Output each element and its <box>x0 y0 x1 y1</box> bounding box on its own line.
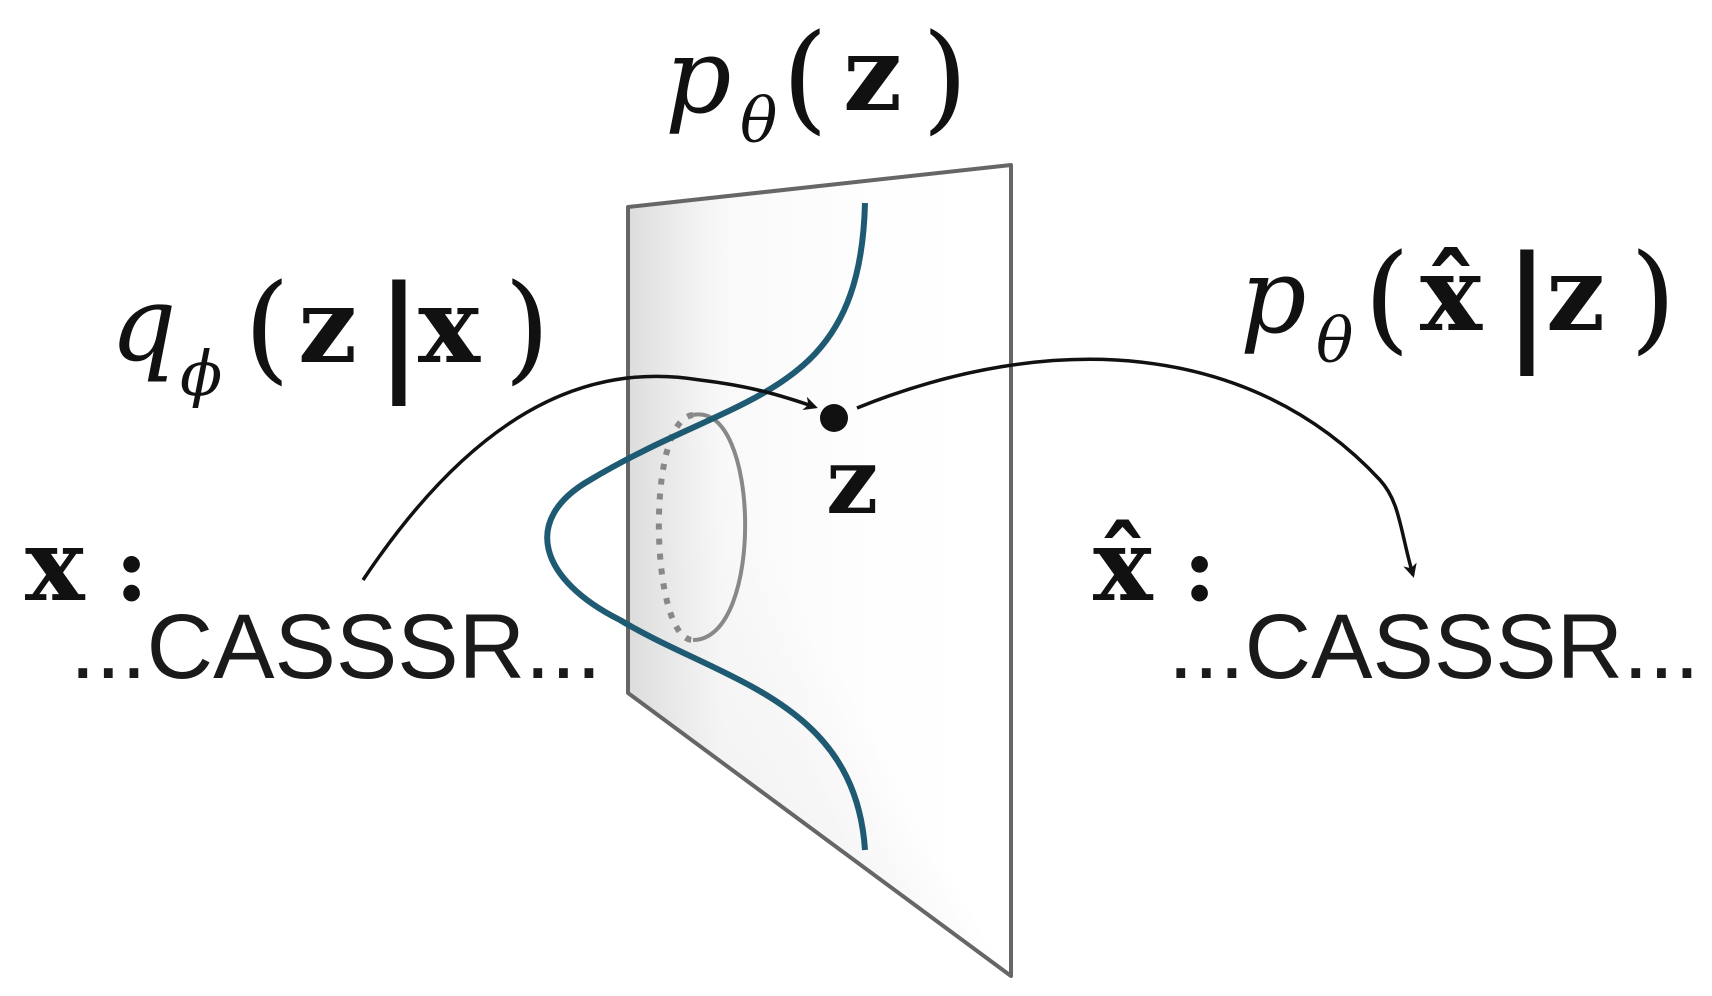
gaussian-curve <box>544 202 868 851</box>
svg-text:ϕ: ϕ <box>180 337 222 410</box>
decoder-label: p θ ( x̂ | z ) <box>1240 228 1676 377</box>
svg-text:): ) <box>922 8 968 146</box>
svg-text:|: | <box>376 258 422 406</box>
svg-text:z: z <box>843 12 902 135</box>
svg-text:): ) <box>504 258 550 396</box>
svg-text:q: q <box>110 263 177 385</box>
svg-text:|: | <box>1504 228 1550 376</box>
input-sequence: ...CASSSR... <box>70 596 602 698</box>
encoder-label: q ϕ ( z | x ) <box>110 258 550 410</box>
output-colon: : <box>1183 516 1216 622</box>
svg-text:x̂: x̂ <box>1420 232 1483 355</box>
decoder-arrow <box>856 357 1417 578</box>
input-label: x <box>25 506 86 624</box>
input-group: x : ...CASSSR... <box>25 506 602 698</box>
output-label: x̂ <box>1093 506 1154 624</box>
svg-text:(: ( <box>244 258 290 396</box>
svg-text:z: z <box>1546 232 1605 355</box>
input-colon: : <box>115 516 148 622</box>
gaussian-ellipse <box>655 412 748 643</box>
svg-text:(: ( <box>782 8 828 146</box>
svg-text:p: p <box>1240 235 1307 357</box>
latent-label: z <box>826 427 878 535</box>
svg-text:z: z <box>298 264 357 387</box>
svg-text:θ: θ <box>740 84 777 157</box>
prior-label: p θ ( z ) <box>665 8 968 157</box>
output-sequence: ...CASSSR... <box>1168 596 1700 698</box>
encoder-arrow <box>361 374 818 581</box>
svg-text:p: p <box>665 15 732 137</box>
latent-plane <box>626 163 1013 978</box>
latent-point <box>820 404 848 432</box>
svg-text:x: x <box>418 264 481 387</box>
output-group: x̂ : ...CASSSR... <box>1093 506 1700 698</box>
svg-text:(: ( <box>1364 228 1410 366</box>
svg-text:): ) <box>1630 228 1676 366</box>
svg-text:θ: θ <box>1316 304 1353 377</box>
